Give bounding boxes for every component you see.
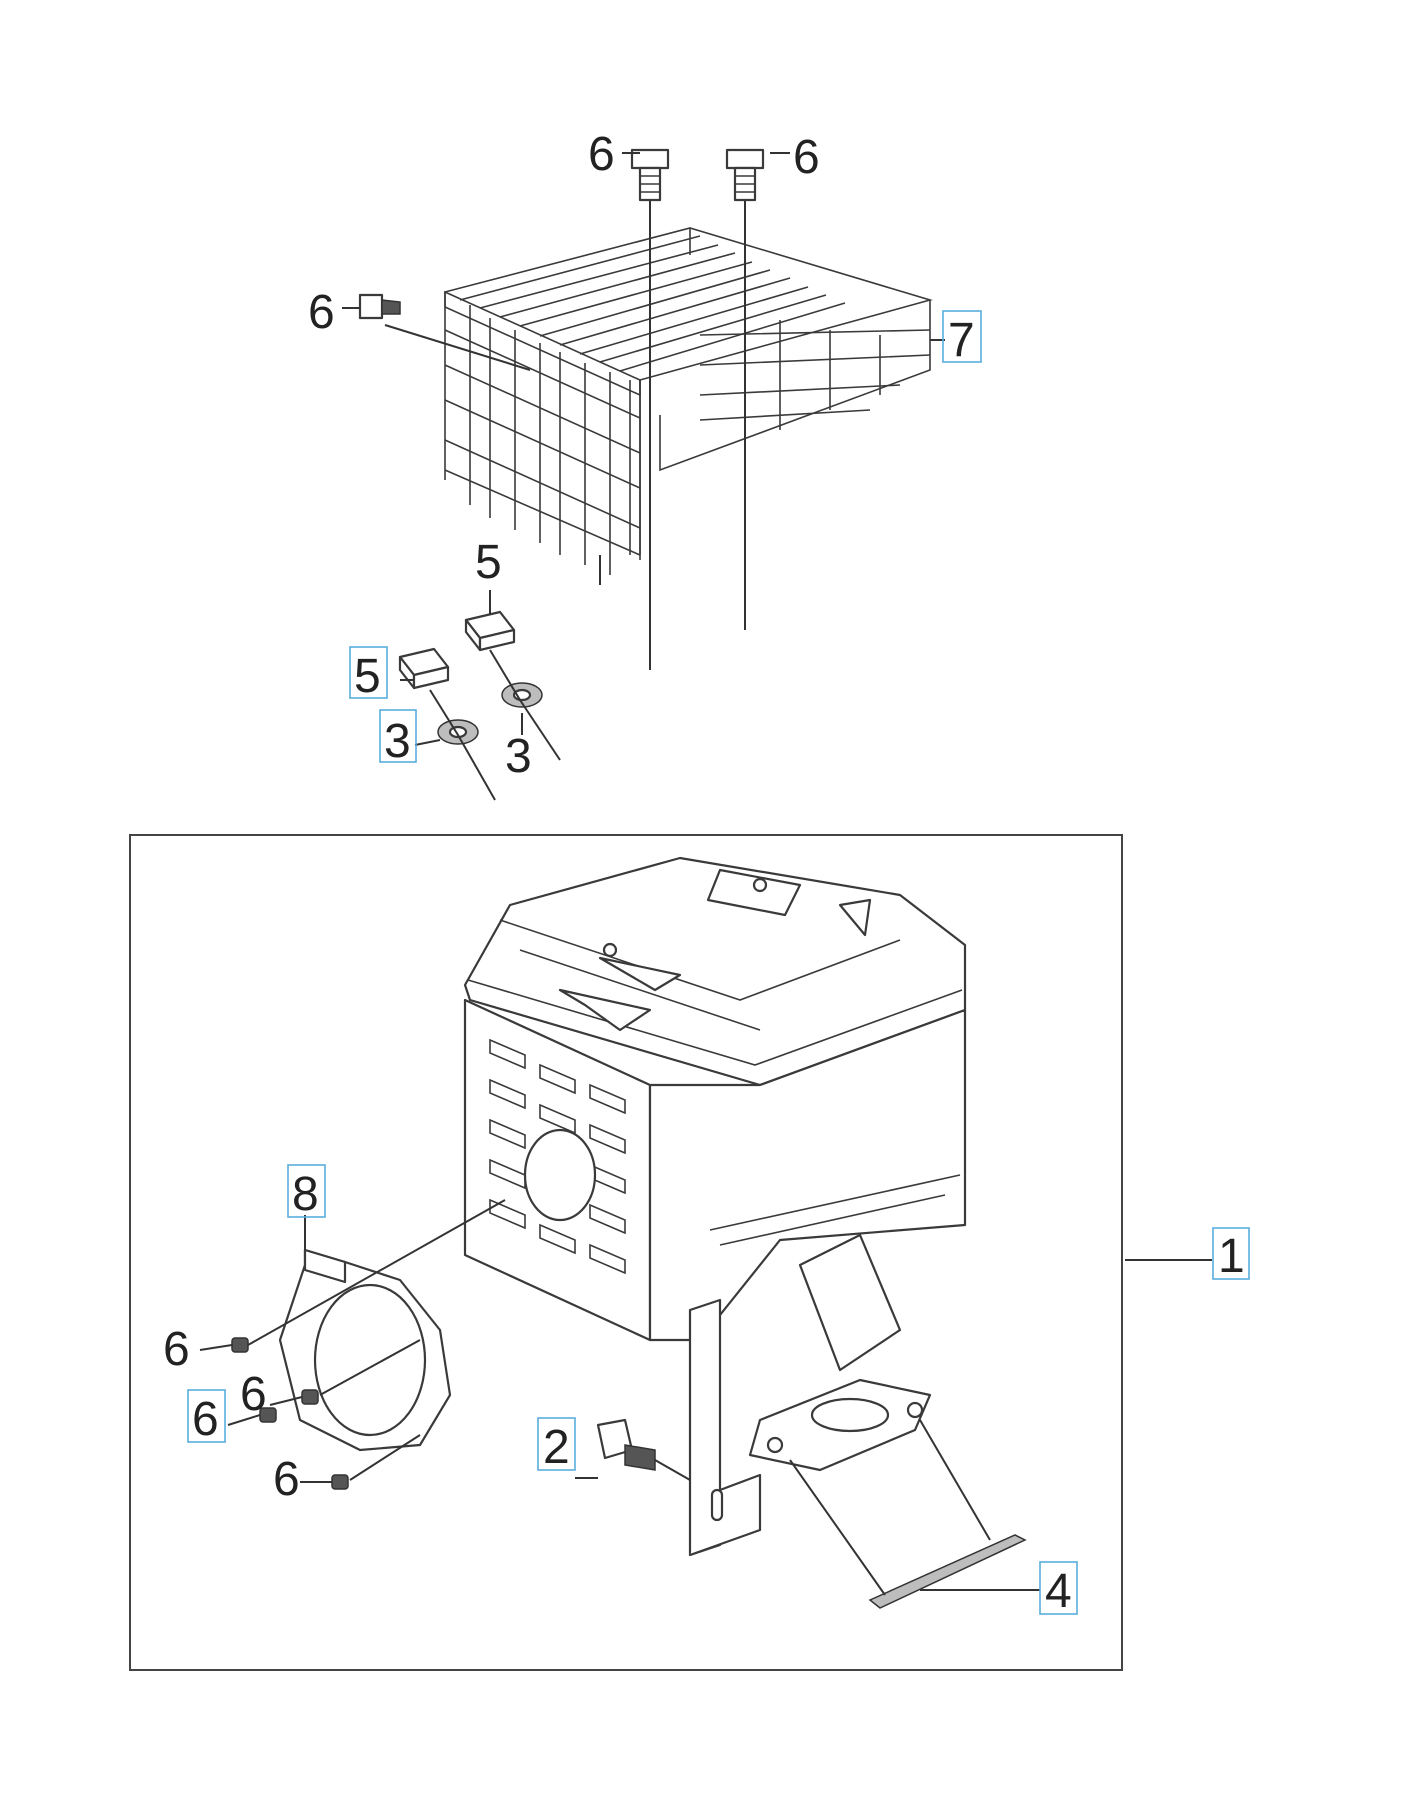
- callout-3-left-box: [379, 709, 417, 763]
- callout-5-upper: 5: [475, 536, 502, 589]
- washer-upper: [501, 682, 543, 708]
- bolt-cage-left: [358, 293, 401, 320]
- callout-8: 8: [292, 1168, 319, 1221]
- deflector: [278, 1248, 452, 1452]
- callout-7: 7: [948, 314, 975, 367]
- leader-gasket-right: [919, 1419, 991, 1541]
- callout-8-box: [287, 1164, 326, 1218]
- callout-6-top-right: 6: [793, 131, 820, 184]
- muffler-body: [463, 856, 967, 1342]
- leader-washer-lower: [429, 689, 496, 801]
- leader-washer-upper: [489, 649, 561, 761]
- bolt-top-right: [725, 148, 765, 202]
- callout-2: 2: [543, 1421, 570, 1474]
- guard-cage: [444, 227, 933, 575]
- leader-lines-top: [384, 195, 746, 670]
- callout-6-top-left: 6: [588, 128, 615, 181]
- bolt-bracket: [596, 1418, 691, 1481]
- callout-6-lower-b: 6: [240, 1368, 267, 1421]
- callout-leaders: [199, 152, 1212, 1591]
- washer-lower: [437, 719, 479, 745]
- exhaust-pipe: [748, 1233, 932, 1472]
- callout-6-cage-left: 6: [308, 286, 335, 339]
- screws-lower: [231, 1337, 349, 1490]
- callout-3-right: 3: [505, 730, 532, 783]
- muffler-vent-slots: [489, 1038, 626, 1275]
- callout-6-lower-c-box: [187, 1389, 226, 1443]
- gasket: [868, 1534, 1027, 1609]
- nut-upper: [464, 610, 516, 652]
- callout-6-lower-d: 6: [273, 1453, 300, 1506]
- callout-3-left: 3: [384, 715, 411, 768]
- bolt-top-left: [630, 148, 670, 202]
- leader-screws: [247, 1199, 506, 1481]
- callout-1-box: [1212, 1227, 1250, 1280]
- callout-4-box: [1039, 1561, 1078, 1615]
- callout-6-lower-a: 6: [163, 1323, 190, 1376]
- callout-6-lower-c: 6: [192, 1393, 219, 1446]
- callout-1: 1: [1218, 1230, 1245, 1283]
- leader-gasket-left: [789, 1459, 886, 1596]
- callout-5-lower: 5: [354, 650, 381, 703]
- callout-2-box: [537, 1417, 576, 1471]
- mounting-bracket: [688, 1298, 762, 1557]
- callout-5-lower-box: [349, 646, 388, 699]
- callout-7-box: [942, 310, 982, 363]
- muffler-assembly-frame: [129, 834, 1123, 1671]
- nut-lower: [398, 647, 450, 690]
- callout-4: 4: [1045, 1565, 1072, 1618]
